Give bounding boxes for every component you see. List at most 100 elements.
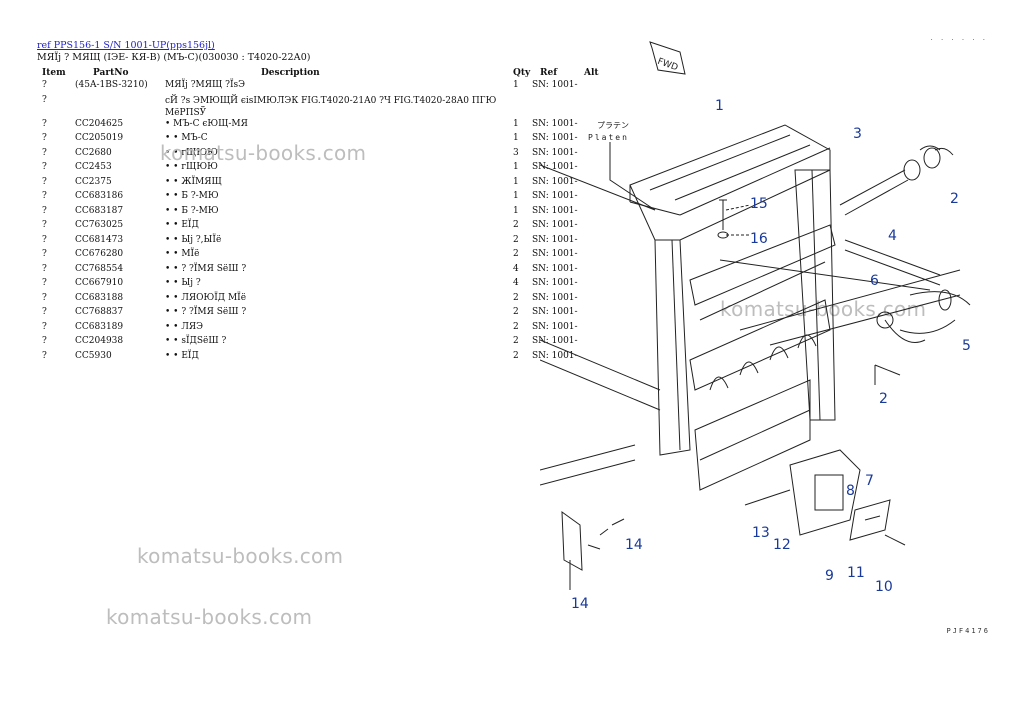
row-ref: SN: 1001- xyxy=(532,278,578,288)
table-row: ? CC683189 • • ЛЯЭ 2 SN: 1001- xyxy=(34,322,614,337)
page-subtitle: МЯЇј ? МЯЩ (IЭЕ- КЯ-В) (МЪ-С)(030030 : Т… xyxy=(37,52,311,63)
row-description: • • гЩЮЮ xyxy=(165,147,218,158)
row-qty: 4 xyxy=(513,263,519,274)
row-item: ? xyxy=(42,176,47,187)
ref-link[interactable]: ref PPS156-1 S/N 1001-UP(pps156jl) xyxy=(37,40,215,51)
row-description: • • ЕЇД xyxy=(165,350,199,361)
row-ref: SN: 1001- xyxy=(532,220,578,230)
hose-fittings xyxy=(839,145,971,343)
top-marks: . . . . . . xyxy=(930,34,988,42)
row-item: ? xyxy=(42,118,47,129)
row-ref: SN: 1001- xyxy=(532,321,578,332)
row-description: • • Ыј ?,ЫЇё xyxy=(165,234,222,245)
mast-frame xyxy=(540,124,961,491)
row-ref: SN: 1001- xyxy=(532,234,578,245)
row-item: ? xyxy=(42,263,47,274)
row-partno: CC205019 xyxy=(75,133,124,143)
callout-5: 5 xyxy=(962,338,971,354)
row-qty: 2 xyxy=(513,321,519,332)
page-header: ref PPS156-1 S/N 1001-UP(pps156jl) МЯЇј … xyxy=(37,40,310,64)
row-qty: 2 xyxy=(513,336,519,346)
row-ref: SN: 1001- xyxy=(532,307,578,317)
row-description: • • ЖЇМЯЩ xyxy=(165,176,222,187)
row-partno: CC683189 xyxy=(75,321,124,332)
row-qty: 2 xyxy=(513,220,519,230)
callout-12: 12 xyxy=(773,537,791,553)
row-partno: CC2453 xyxy=(75,162,112,172)
row-partno xyxy=(75,95,165,119)
row-description: • • Ыј ? xyxy=(165,278,201,288)
callout-9: 9 xyxy=(825,568,834,584)
row-qty: 1 xyxy=(513,176,519,187)
platen-label-jp: プラテン xyxy=(597,121,629,130)
row-item: ? xyxy=(42,278,47,288)
col-item-header: Item xyxy=(42,68,66,78)
row-qty: 2 xyxy=(513,292,519,303)
callout-10: 10 xyxy=(875,579,893,595)
row-qty: 3 xyxy=(513,147,519,158)
row-qty: 1 xyxy=(513,191,519,201)
row-partno: CC683186 xyxy=(75,191,124,201)
row-description: • • Б ?-МЮ xyxy=(165,191,219,201)
row-ref: SN: 1001- xyxy=(532,336,578,346)
row-item: ? xyxy=(42,336,47,346)
table-header-row: Item PartNo Description Qty Ref Alt xyxy=(34,66,614,80)
watermark: komatsu-books.com xyxy=(160,141,367,165)
callout-14: 14 xyxy=(571,596,589,612)
callout-2: 2 xyxy=(950,191,959,207)
col-alt-header: Alt xyxy=(584,68,599,78)
parts-table: Item PartNo Description Qty Ref Alt ? (45… xyxy=(34,66,614,365)
row-description: • МЪ-С єЮЩ-МЯ xyxy=(165,118,248,129)
callout-11: 11 xyxy=(847,565,865,581)
row-item: ? xyxy=(42,205,47,216)
row-qty: 2 xyxy=(513,234,519,245)
callout-numbers: 1 2 2 3 4 5 6 7 8 9 10 11 12 13 14 14 15… xyxy=(571,98,971,612)
row-description: • • ? ?ЇМЯ SёШ ? xyxy=(165,263,247,274)
row-partno: CC204938 xyxy=(75,336,124,346)
row-ref: SN: 1001- xyxy=(532,147,578,158)
fwd-sign-icon: FWD xyxy=(649,41,686,75)
exploded-parts-diagram: FWD プラテン Platen xyxy=(540,41,971,612)
callout-13: 13 xyxy=(752,525,770,541)
row-item: ? xyxy=(42,234,47,245)
callout-2: 2 xyxy=(879,391,888,407)
table-row: ?сЙ ?s ЭМЮЩЙ єisIМЮЛЭК FIG.T4020-21A0 ?Ч… xyxy=(34,95,614,119)
row-qty: 1 xyxy=(513,80,519,90)
row-description: • • МЇё xyxy=(165,249,200,259)
row-item: ? xyxy=(42,292,47,303)
row-item: ? xyxy=(42,162,47,172)
row-description: • • ЕЇД xyxy=(165,220,199,230)
row-ref: SN: 1001- xyxy=(532,191,578,201)
drawing-code: PJF4176 xyxy=(946,627,990,635)
table-row: ? CC204938 • • sЇДSёШ ? 2 SN: 1001- xyxy=(34,336,614,351)
row-description: МЯЇј ?МЯЩ ?ЇsЭ xyxy=(165,80,246,90)
row-partno: CC681473 xyxy=(75,234,124,245)
row-qty: 1 xyxy=(513,118,519,129)
row-item: ? xyxy=(42,321,47,332)
callout-16: 16 xyxy=(750,231,768,247)
callout-8: 8 xyxy=(846,483,855,499)
row-partno: (45A-1BS-3210) xyxy=(75,80,148,90)
row-partno: CC683188 xyxy=(75,292,124,303)
row-description: • • ЛЯЭ xyxy=(165,321,204,332)
fwd-label: FWD xyxy=(656,57,679,74)
row-description: • • ЛЯОЮЇД МЇё xyxy=(165,292,247,303)
callout-6: 6 xyxy=(870,273,879,289)
row-partno: CC763025 xyxy=(75,220,124,230)
row-item: ? xyxy=(42,307,47,317)
row-partno: CC768554 xyxy=(75,263,124,274)
row-description: • • sЇДSёШ ? xyxy=(165,336,227,346)
row-item: ? xyxy=(42,249,47,259)
row-ref: SN: 1001- xyxy=(532,176,578,187)
row-ref: SN: 1001- xyxy=(532,205,578,216)
row-description: • • МЪ-С xyxy=(165,133,208,143)
col-description-header: Description xyxy=(261,68,320,78)
watermark: komatsu-books.com xyxy=(137,544,344,568)
